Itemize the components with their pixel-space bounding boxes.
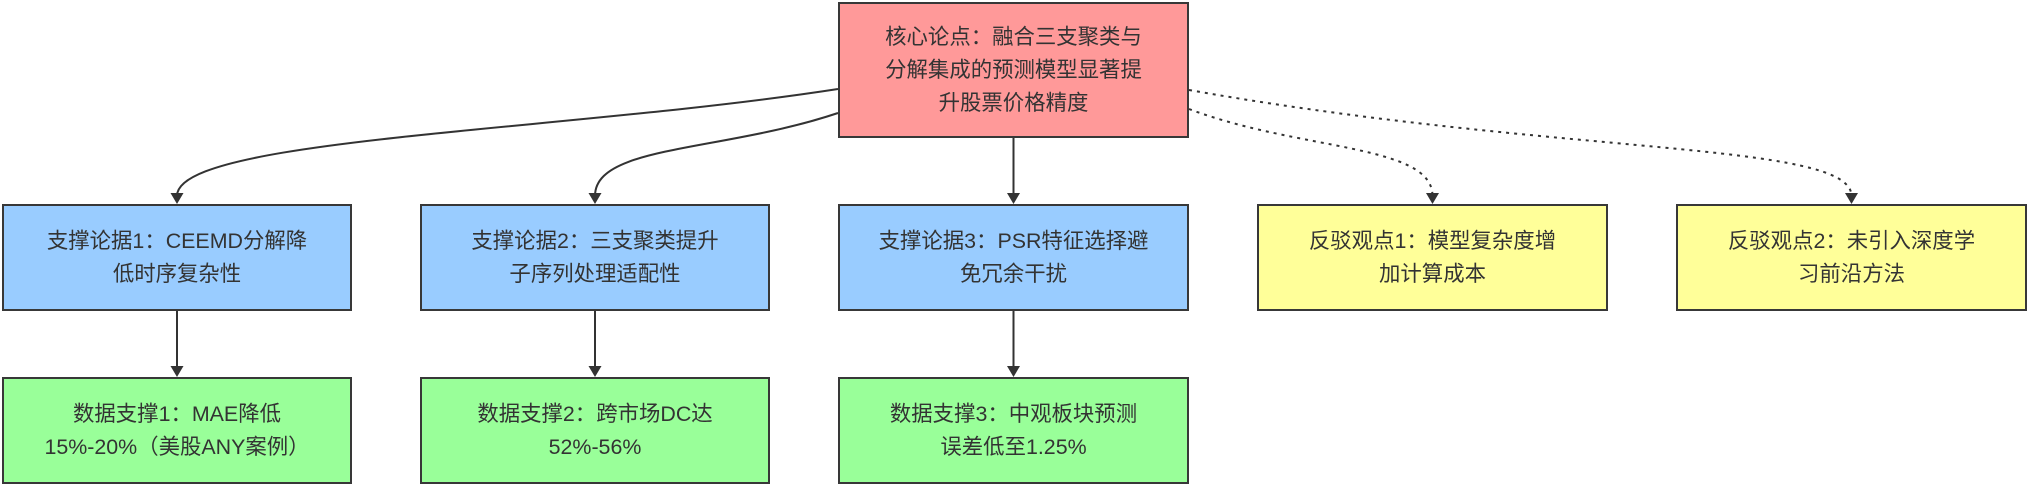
node-data-support-1-line-1: 数据支撑1：MAE降低	[73, 401, 281, 426]
arrowhead-core-to-support1	[170, 193, 184, 204]
node-support-evidence-3-line-1: 支撑论据3：PSR特征选择避	[878, 228, 1149, 253]
node-data-support-1[interactable]: 数据支撑1：MAE降低 15%-20%（美股ANY案例）	[2, 377, 352, 484]
node-support-evidence-1-line-1: 支撑论据1：CEEMD分解降	[46, 228, 308, 253]
node-support-evidence-1-line-2: 低时序复杂性	[112, 261, 242, 286]
node-core-claim-line-1: 核心论点：融合三支聚类与	[885, 24, 1142, 49]
node-support-evidence-3[interactable]: 支撑论据3：PSR特征选择避 免冗余干扰	[838, 204, 1189, 311]
node-support-evidence-1[interactable]: 支撑论据1：CEEMD分解降 低时序复杂性	[2, 204, 352, 311]
node-support-evidence-3-line-2: 免冗余干扰	[960, 261, 1067, 286]
arrowhead-core-to-support3	[1007, 193, 1020, 204]
node-data-support-3-line-2: 误差低至1.25%	[940, 434, 1087, 459]
node-core-claim-line-2: 分解集成的预测模型显著提	[885, 57, 1142, 82]
edge-core-to-support1	[176, 88, 839, 197]
node-counter-argument-1-line-2: 加计算成本	[1379, 261, 1486, 286]
node-data-support-1-line-2: 15%-20%（美股ANY案例）	[44, 434, 310, 459]
node-data-support-2-line-2: 52%-56%	[548, 434, 642, 459]
arrowhead-core-to-support2	[588, 193, 602, 204]
arrowhead-core-to-counter1	[1426, 193, 1439, 204]
node-core-claim-line-3: 升股票价格精度	[938, 90, 1089, 115]
node-data-support-2-line-1: 数据支撑2：跨市场DC达	[477, 401, 713, 426]
node-support-evidence-2-line-2: 子序列处理适配性	[509, 261, 681, 286]
node-counter-argument-1-line-1: 反驳观点1：模型复杂度增	[1308, 228, 1557, 253]
edge-core-to-counter1	[1188, 108, 1434, 197]
node-core-claim[interactable]: 核心论点：融合三支聚类与 分解集成的预测模型显著提 升股票价格精度	[838, 2, 1189, 138]
node-data-support-2[interactable]: 数据支撑2：跨市场DC达 52%-56%	[420, 377, 770, 484]
node-support-evidence-2[interactable]: 支撑论据2：三支聚类提升 子序列处理适配性	[420, 204, 770, 311]
node-data-support-3[interactable]: 数据支撑3：中观板块预测 误差低至1.25%	[838, 377, 1189, 484]
arrowhead-support1-to-data1	[170, 366, 184, 377]
arrowhead-support2-to-data2	[588, 366, 602, 377]
node-counter-argument-2[interactable]: 反驳观点2：未引入深度学 习前沿方法	[1676, 204, 2027, 311]
node-counter-argument-1[interactable]: 反驳观点1：模型复杂度增 加计算成本	[1257, 204, 1608, 311]
arrowhead-core-to-counter2	[1845, 193, 1858, 204]
arrowhead-support3-to-data3	[1007, 366, 1020, 377]
edge-core-to-support2	[594, 112, 839, 197]
node-support-evidence-2-line-1: 支撑论据2：三支聚类提升	[471, 228, 719, 253]
node-data-support-3-line-1: 数据支撑3：中观板块预测	[889, 401, 1138, 426]
node-counter-argument-2-line-1: 反驳观点2：未引入深度学	[1727, 228, 1976, 253]
edge-core-to-counter2	[1188, 89, 1853, 197]
node-counter-argument-2-line-2: 习前沿方法	[1798, 261, 1905, 286]
